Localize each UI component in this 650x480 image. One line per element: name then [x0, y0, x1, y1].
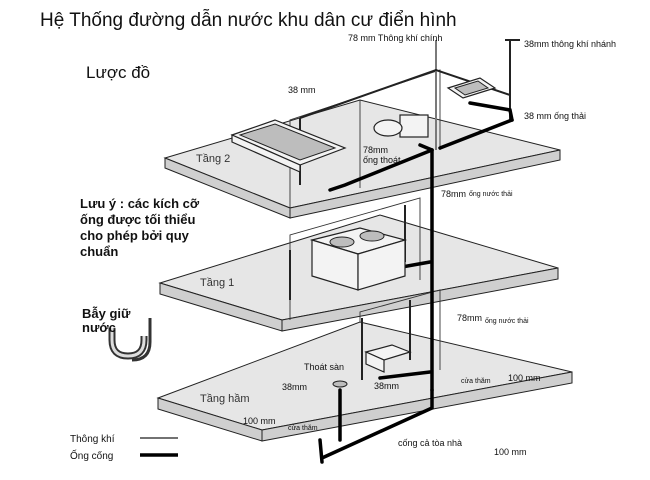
legend: Thông khí Ống cống: [70, 434, 178, 462]
legend-drain-label: Ống cống: [70, 448, 113, 462]
note-line-3: cho phép bởi quy: [80, 228, 190, 243]
note-line-4: chuẩn: [80, 244, 118, 259]
label-drain-78-2: ống thoát: [363, 155, 401, 165]
label-waste-78-lower-text: ống nước thải: [485, 316, 529, 325]
label-drain-78-1: 78mm: [363, 145, 388, 155]
laundry-tub: [364, 344, 412, 373]
floor-label-1: Tầng 1: [200, 277, 234, 289]
floor-drain: [332, 380, 348, 388]
kitchen-sink: [309, 227, 408, 291]
label-floor-drain: Thoát sàn: [304, 362, 344, 372]
label-waste-38: 38 mm ống thải: [524, 111, 586, 121]
trap-label-1: Bẫy giữ: [82, 306, 131, 321]
slab-floor2: [163, 99, 561, 219]
label-basement-38-left: 38mm: [282, 382, 307, 392]
note-line-2: ống được tối thiểu: [80, 212, 195, 227]
label-size-100-right: 100 mm: [508, 373, 541, 383]
label-waste-78-upper-text: ống nước thải: [469, 189, 513, 198]
diagram-title: Hệ Thống đường dẫn nước khu dân cư điển …: [40, 9, 457, 31]
label-vent-38-top: 38 mm: [288, 85, 316, 95]
note-line-1: Lưu ý : các kích cỡ: [80, 196, 200, 211]
floor-label-2: Tầng 2: [196, 153, 230, 165]
diagram-subtitle: Lược đồ: [86, 63, 150, 82]
floor-label-basement: Tầng hầm: [200, 393, 250, 405]
label-size-100-bottom: 100 mm: [494, 447, 527, 457]
drain-pipes: [318, 101, 514, 464]
label-building-sewer: cống cả tòa nhà: [398, 438, 462, 448]
label-cleanout-right: cửa thăm: [461, 377, 491, 385]
label-waste-78-lower-size: 78mm: [457, 313, 482, 323]
bathtub: [230, 119, 347, 173]
label-basement-38-right: 38mm: [374, 381, 399, 391]
trap-label-2: nước: [82, 320, 116, 335]
label-main-vent: 78 mm Thông khí chính: [348, 33, 442, 43]
label-branch-vent: 38mm thông khí nhánh: [524, 39, 616, 49]
legend-vent-label: Thông khí: [70, 434, 115, 445]
toilet: [373, 114, 429, 138]
label-size-100-left: 100 mm: [243, 416, 276, 426]
label-waste-78-upper-size: 78mm: [441, 189, 466, 199]
trap-illustration: [108, 318, 152, 362]
label-cleanout-left: cửa thăm: [288, 424, 318, 432]
upper-sink: [446, 77, 497, 99]
